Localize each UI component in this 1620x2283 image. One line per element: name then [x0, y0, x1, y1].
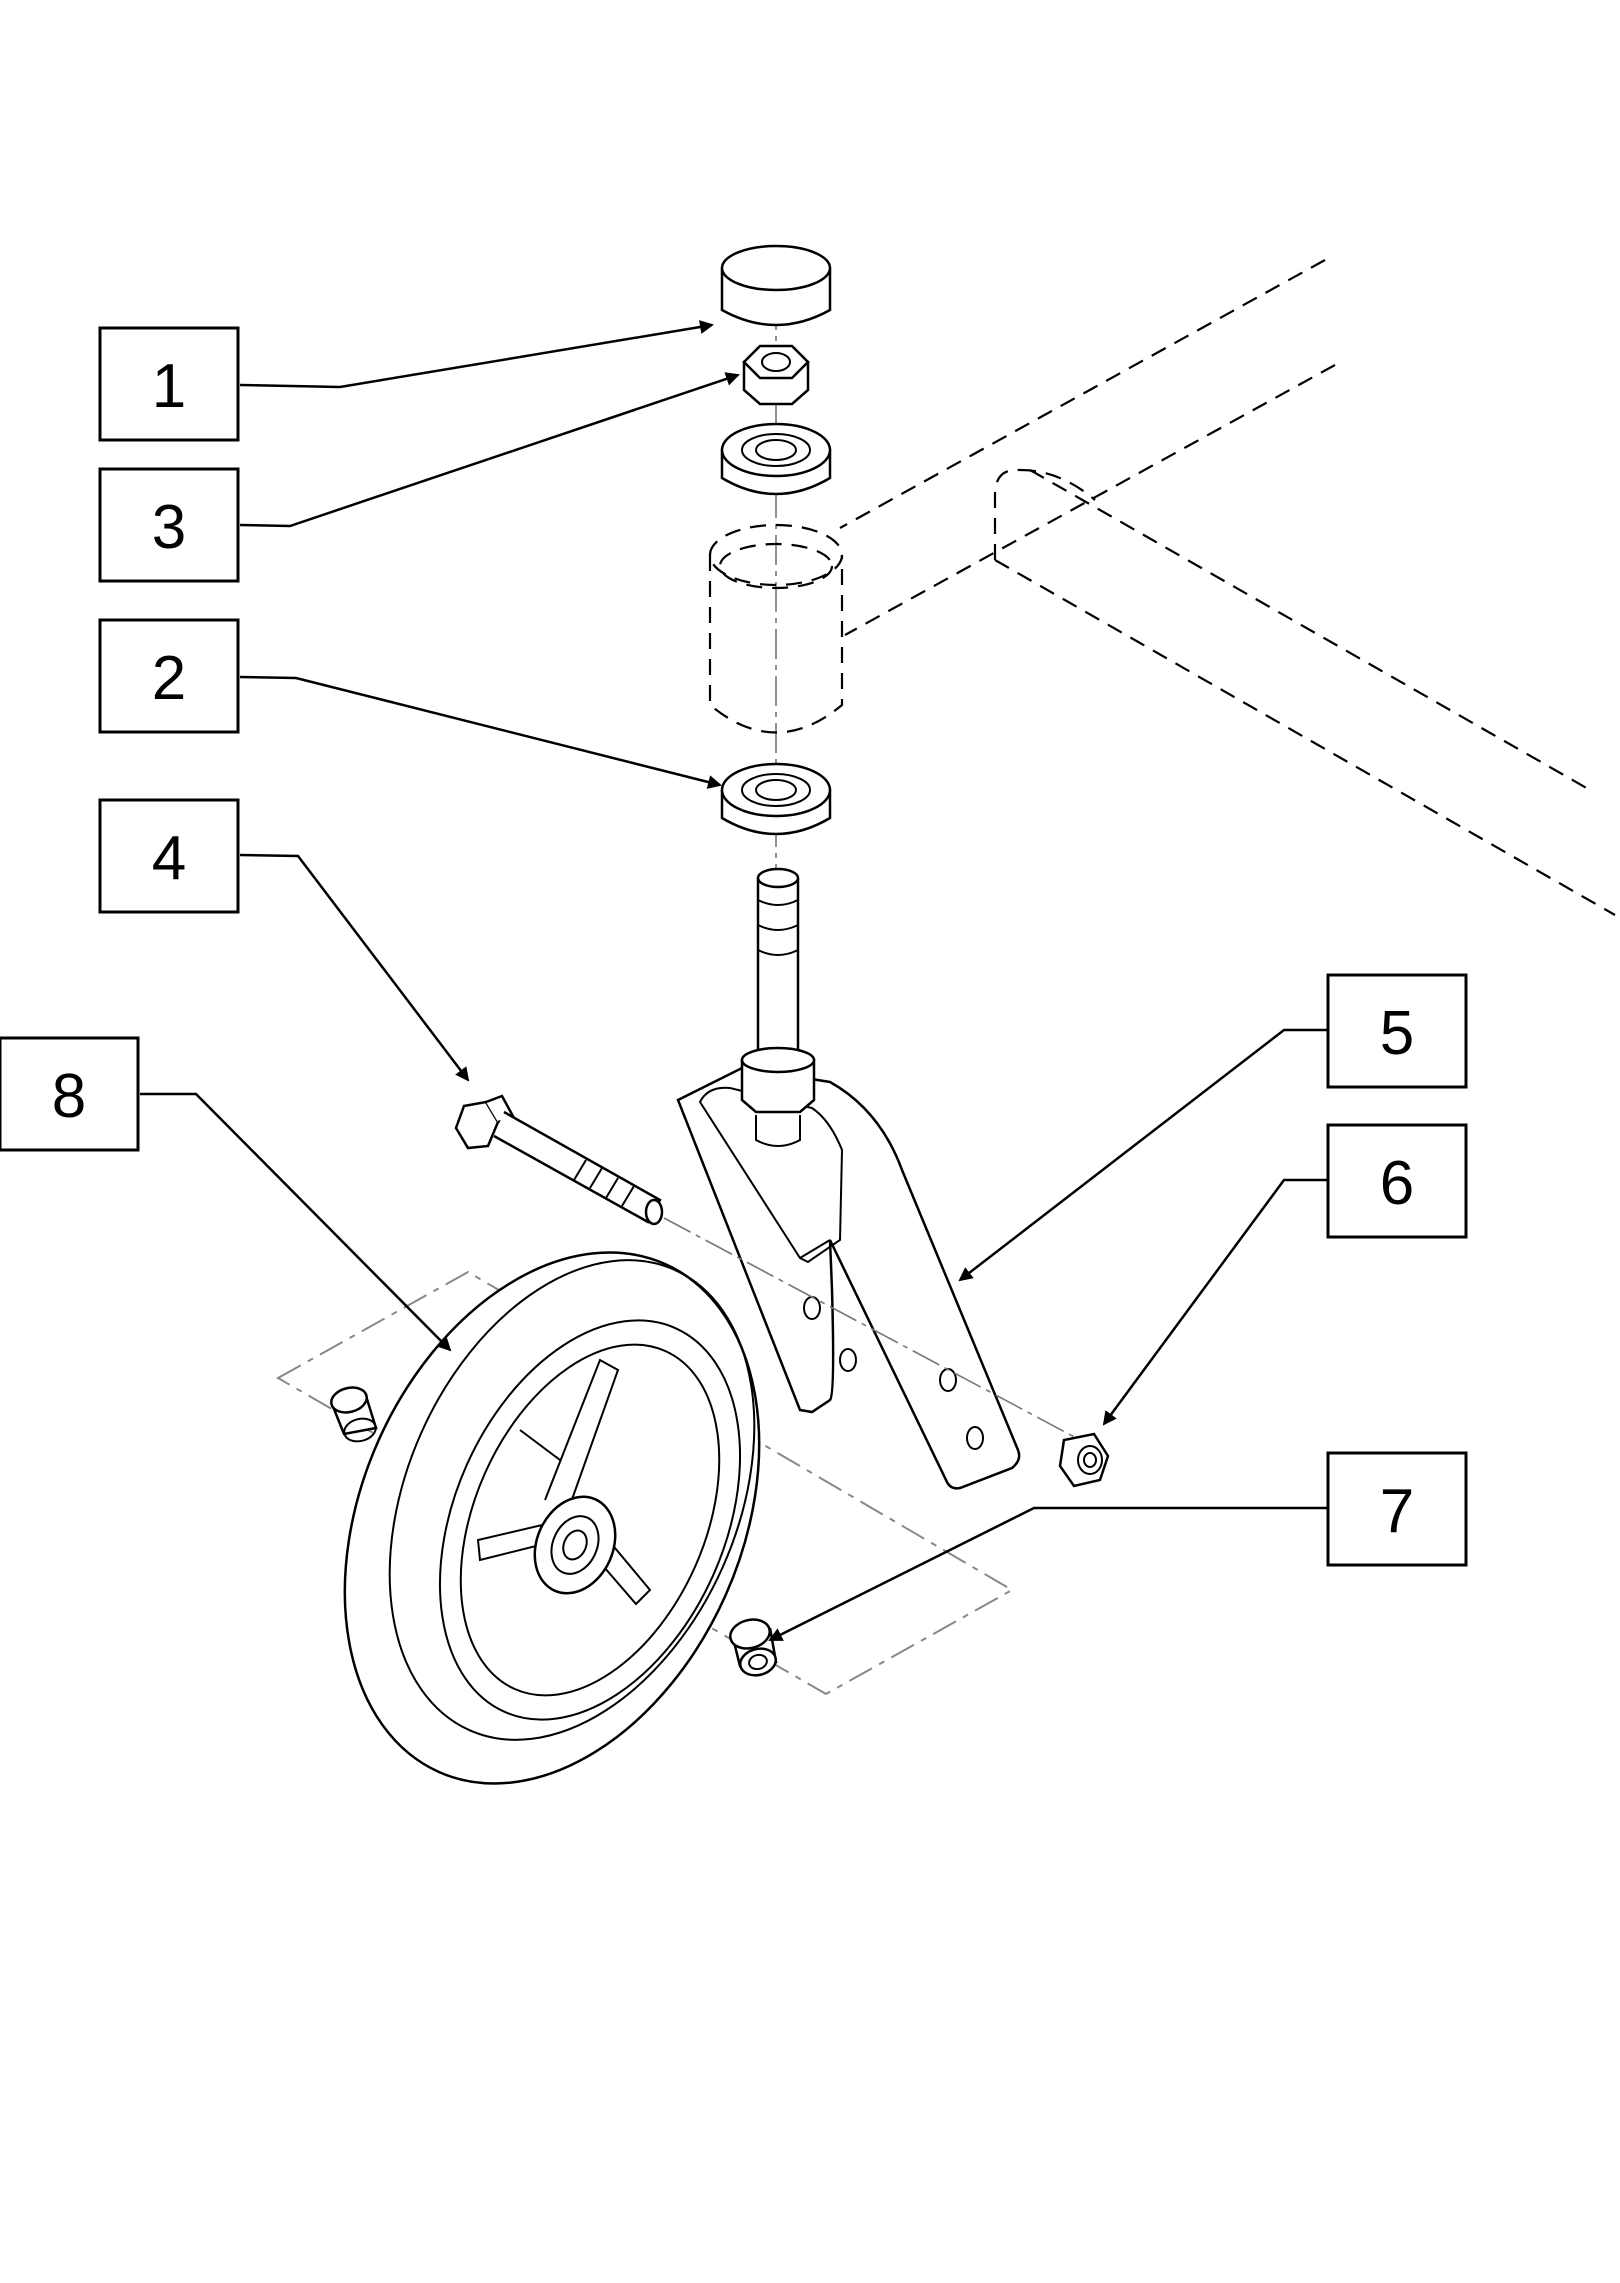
- caster-fork-part: [676, 867, 1021, 1490]
- lower-bearing-part: [720, 762, 832, 836]
- callout-5: 5: [1326, 973, 1468, 1089]
- axle-bolt-part: [454, 1094, 664, 1226]
- callout-1-label: 1: [152, 352, 186, 421]
- callout-7-label: 7: [1380, 1477, 1414, 1546]
- callout-4: 4: [98, 798, 240, 914]
- callout-5-label: 5: [1380, 999, 1414, 1068]
- frame-outline: [839, 259, 1616, 916]
- callout-8: 8: [0, 1036, 140, 1152]
- callout-1: 1: [98, 326, 240, 442]
- hex-nut-part: [742, 344, 810, 406]
- callout-2-label: 2: [152, 644, 186, 713]
- callout-7: 7: [1326, 1451, 1468, 1567]
- callout-8-label: 8: [52, 1062, 86, 1131]
- head-tube-outline: [708, 523, 844, 734]
- callout-4-label: 4: [152, 824, 186, 893]
- callout-3-label: 3: [152, 493, 186, 562]
- caster-wheel-part: [343, 1251, 761, 1785]
- left-spacer-part: [330, 1386, 378, 1443]
- cap-part: [720, 244, 832, 327]
- leader-lines: [140, 320, 1328, 1642]
- callout-6: 6: [1326, 1123, 1468, 1239]
- callout-2: 2: [98, 618, 240, 734]
- callout-3: 3: [98, 467, 240, 583]
- callout-6-label: 6: [1380, 1149, 1414, 1218]
- lock-nut-part: [1058, 1432, 1110, 1488]
- right-spacer-part: [729, 1618, 778, 1677]
- axle-centerline: [663, 1217, 1081, 1441]
- upper-bearing-part: [720, 422, 832, 496]
